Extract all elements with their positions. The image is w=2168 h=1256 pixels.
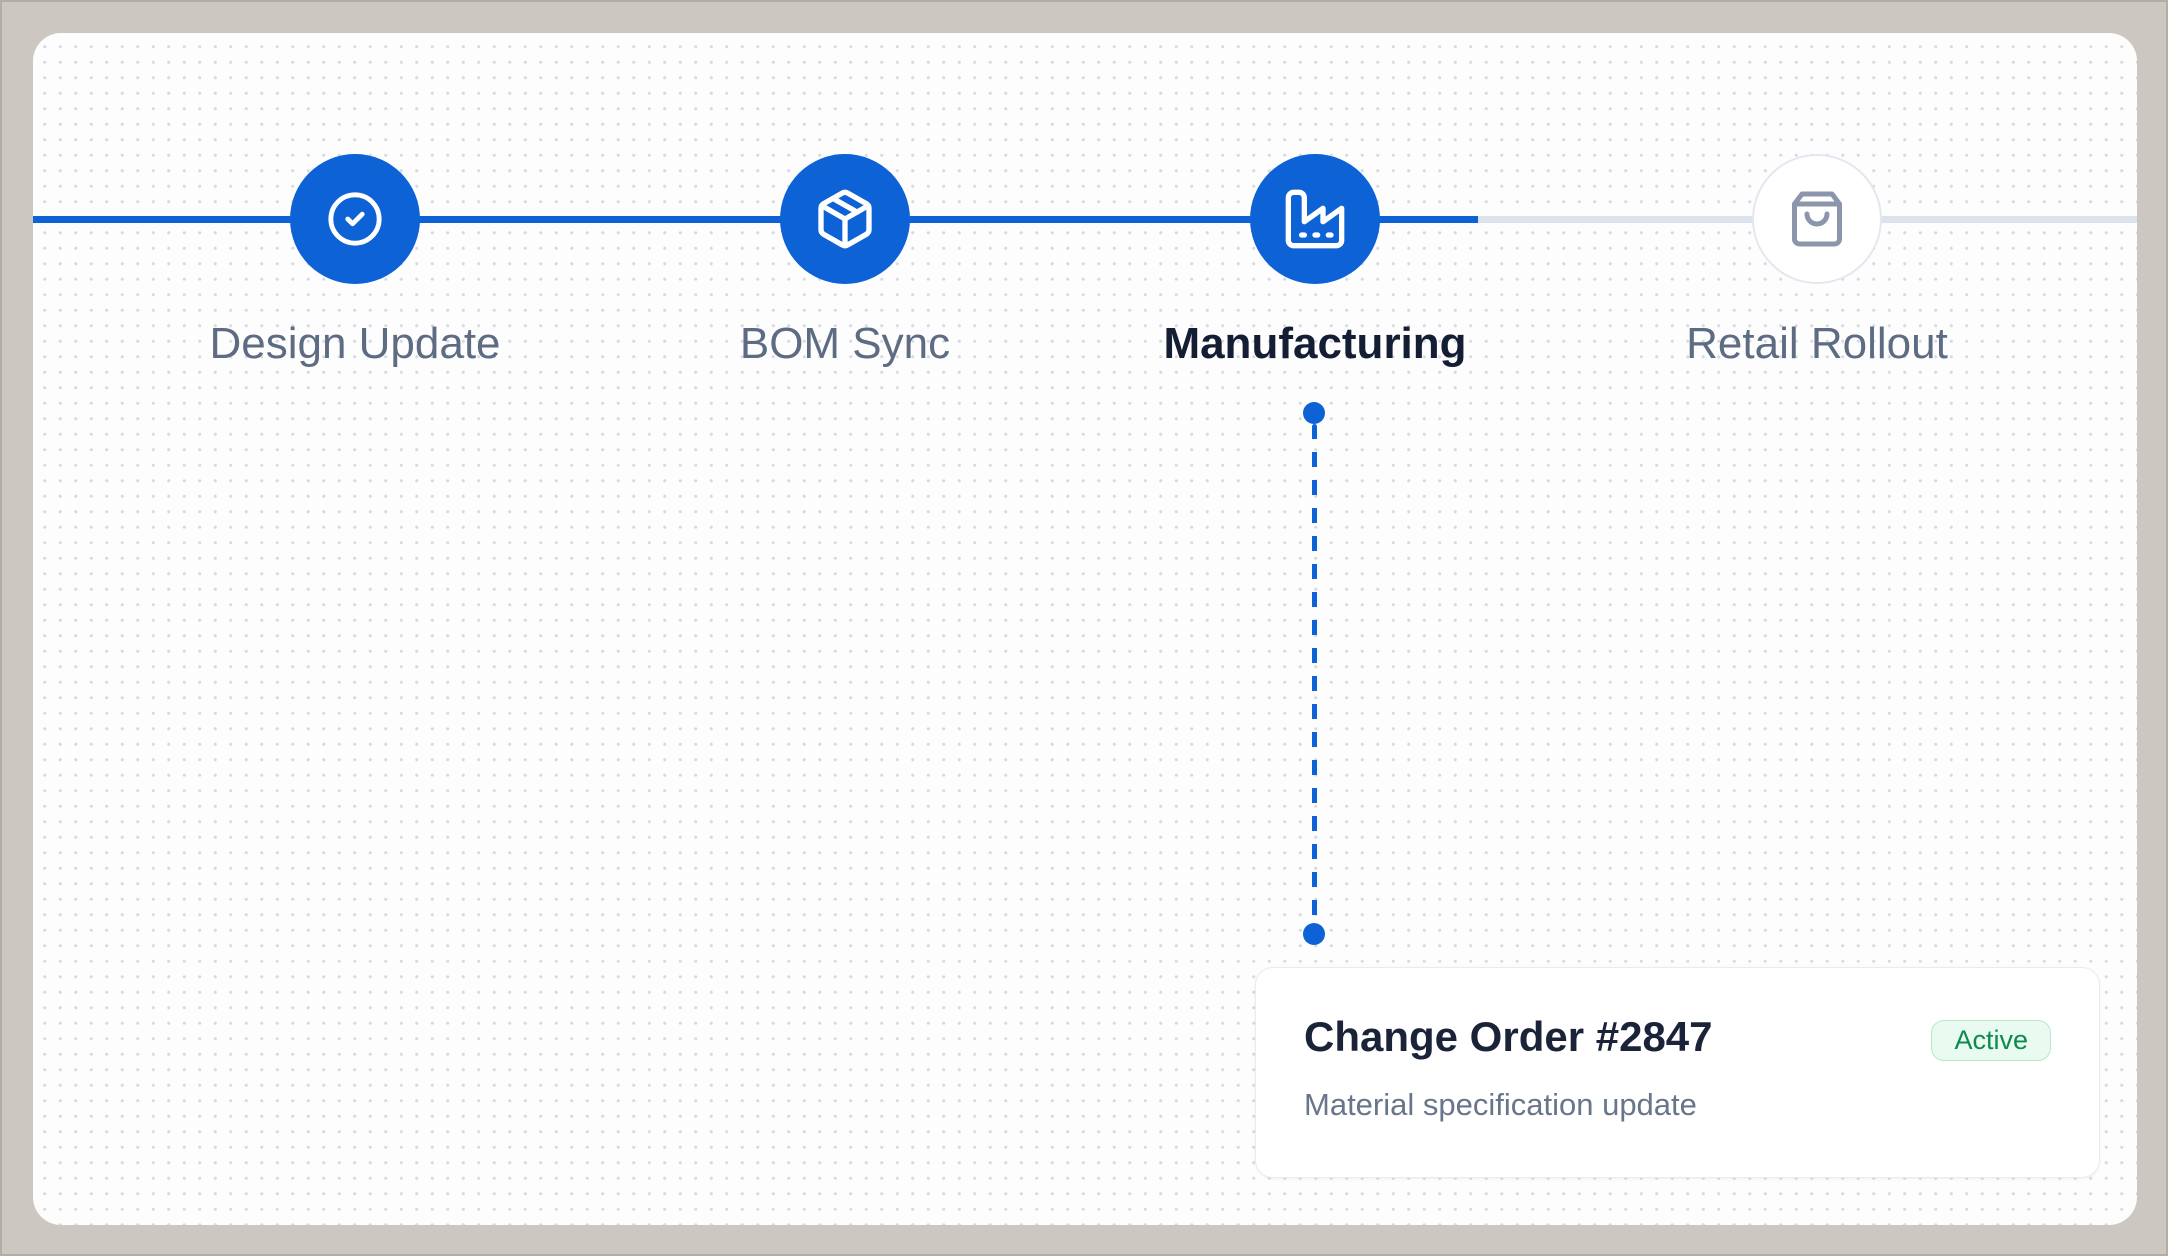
- step-manufacturing-node[interactable]: [1250, 154, 1380, 284]
- step-retail-rollout-node[interactable]: [1752, 154, 1882, 284]
- package-icon: [813, 187, 877, 251]
- step-label: Manufacturing: [1163, 319, 1467, 368]
- progress-track: [33, 216, 2137, 223]
- status-badge: Active: [1931, 1020, 2051, 1061]
- step-bom-sync-node[interactable]: [780, 154, 910, 284]
- step-bom-sync: BOM Sync: [645, 154, 1045, 372]
- change-order-title: Change Order #2847: [1304, 1013, 1713, 1060]
- workflow-canvas: Design Update BOM Sync: [33, 33, 2137, 1225]
- step-label: BOM Sync: [739, 319, 951, 368]
- change-order-card[interactable]: Change Order #2847 Material specificatio…: [1255, 967, 2100, 1178]
- step-retail-rollout: Retail Rollout: [1617, 154, 2017, 372]
- shopping-bag-icon: [1787, 189, 1847, 249]
- circle-check-icon: [326, 190, 384, 248]
- connector-end-dot: [1303, 923, 1325, 945]
- factory-icon: [1283, 187, 1347, 251]
- step-label: Retail Rollout: [1686, 319, 1948, 368]
- progress-track-fill: [33, 216, 1478, 223]
- connector-start-dot: [1303, 402, 1325, 424]
- step-design-update: Design Update: [155, 154, 555, 372]
- step-manufacturing: Manufacturing: [1115, 154, 1515, 372]
- change-order-subtitle: Material specification update: [1304, 1087, 1697, 1122]
- step-design-update-node[interactable]: [290, 154, 420, 284]
- dashed-connector-line: [1312, 424, 1317, 923]
- step-label: Design Update: [209, 319, 501, 368]
